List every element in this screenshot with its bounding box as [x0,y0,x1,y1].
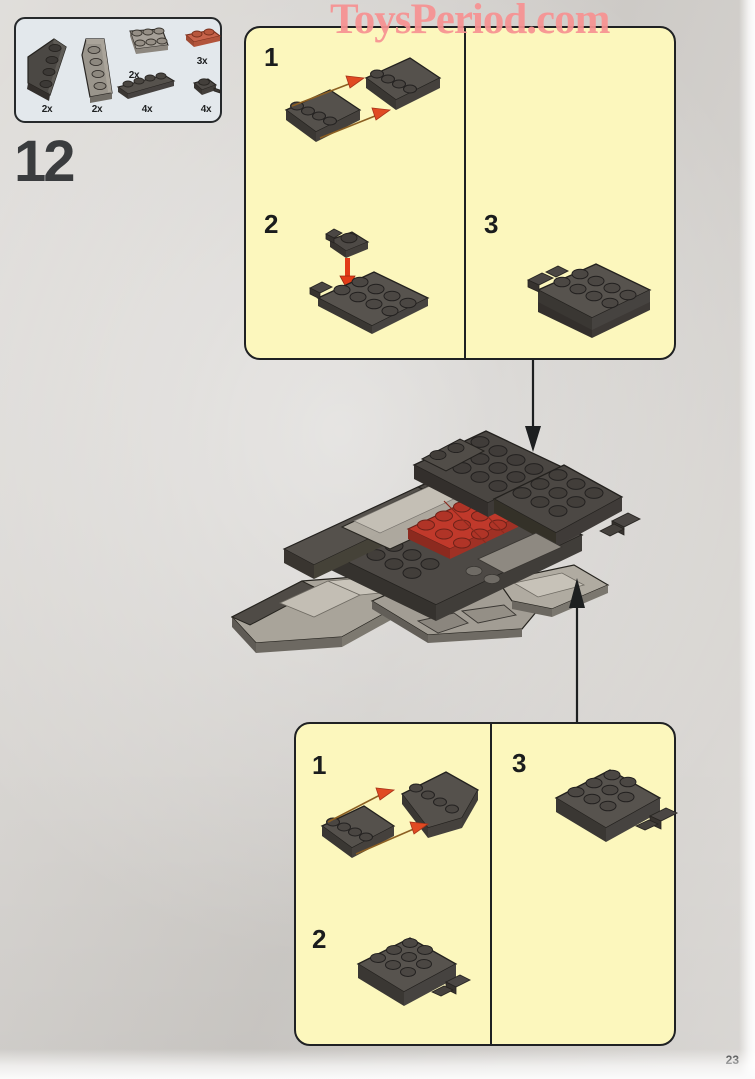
part-item-wedge-plate-left: 2x [22,35,72,115]
wedge-plate-right-icon [72,35,122,105]
substep-label-bottom-1: 1 [312,750,327,780]
substep-label-bottom-3: 3 [512,748,527,778]
top-substep-panel: 1 [244,26,676,360]
part-count-label: 4x [141,104,153,115]
model-red-cockpit-plates [406,490,520,559]
page-step-number: 12 [14,129,75,194]
flow-arrow-top-to-model [521,360,545,455]
assembly-arrow [319,107,392,139]
part-count-label: 2x [91,104,103,115]
plate-1x4-icon [114,71,180,105]
assembly-arrow [355,821,430,855]
plate-1x2-red-icon [180,25,224,57]
assembly-arrow [327,787,396,823]
wedge-plate-left-icon [22,35,72,105]
part-item-plate-clip: 4x [186,71,226,115]
flow-arrow-bottom-to-model [565,576,589,726]
part-item-plate-1x2-red: 3x [180,25,224,67]
panel-divider [490,724,492,1044]
substep-illustration-bottom-3 [544,754,684,864]
model-right-rear-wing [492,464,642,547]
substep-label-top-3: 3 [484,209,499,239]
paper-edge-bottom [0,1049,755,1079]
assembly-arrow [291,75,366,107]
parts-inventory-box: 2x 2x [14,17,222,123]
substep-illustration-top-3 [522,240,682,350]
part-count-label: 4x [200,104,212,115]
part-count-label: 3x [196,56,208,67]
plate-2x3-icon [112,25,174,67]
substep-label-bottom-2: 2 [312,924,327,954]
model-top-detail [420,438,486,472]
model-left-wing [230,574,420,653]
part-item-plate-2x3: 2x [112,25,174,81]
substep-illustration-top-2 [304,206,454,336]
plate-clip-icon [186,71,226,105]
part-count-label: 2x [41,104,53,115]
part-count-label: 2x [128,70,140,81]
page-number: 23 [725,1053,739,1067]
substep-illustration-bottom-2 [346,924,476,1024]
substep-illustration-top-1 [268,48,458,168]
bottom-substep-panel: 1 [294,722,679,1046]
panel-divider [464,28,466,358]
model-center-greebles [465,532,564,584]
clip-piece [325,228,370,258]
substep-label-top-2: 2 [264,209,279,239]
substep-illustration-bottom-1 [310,752,490,882]
part-item-wedge-plate-right: 2x [72,35,122,115]
substep-label-top-1: 1 [264,42,279,72]
part-item-plate-1x4: 4x [114,71,180,115]
paper-edge-right [739,0,755,1079]
